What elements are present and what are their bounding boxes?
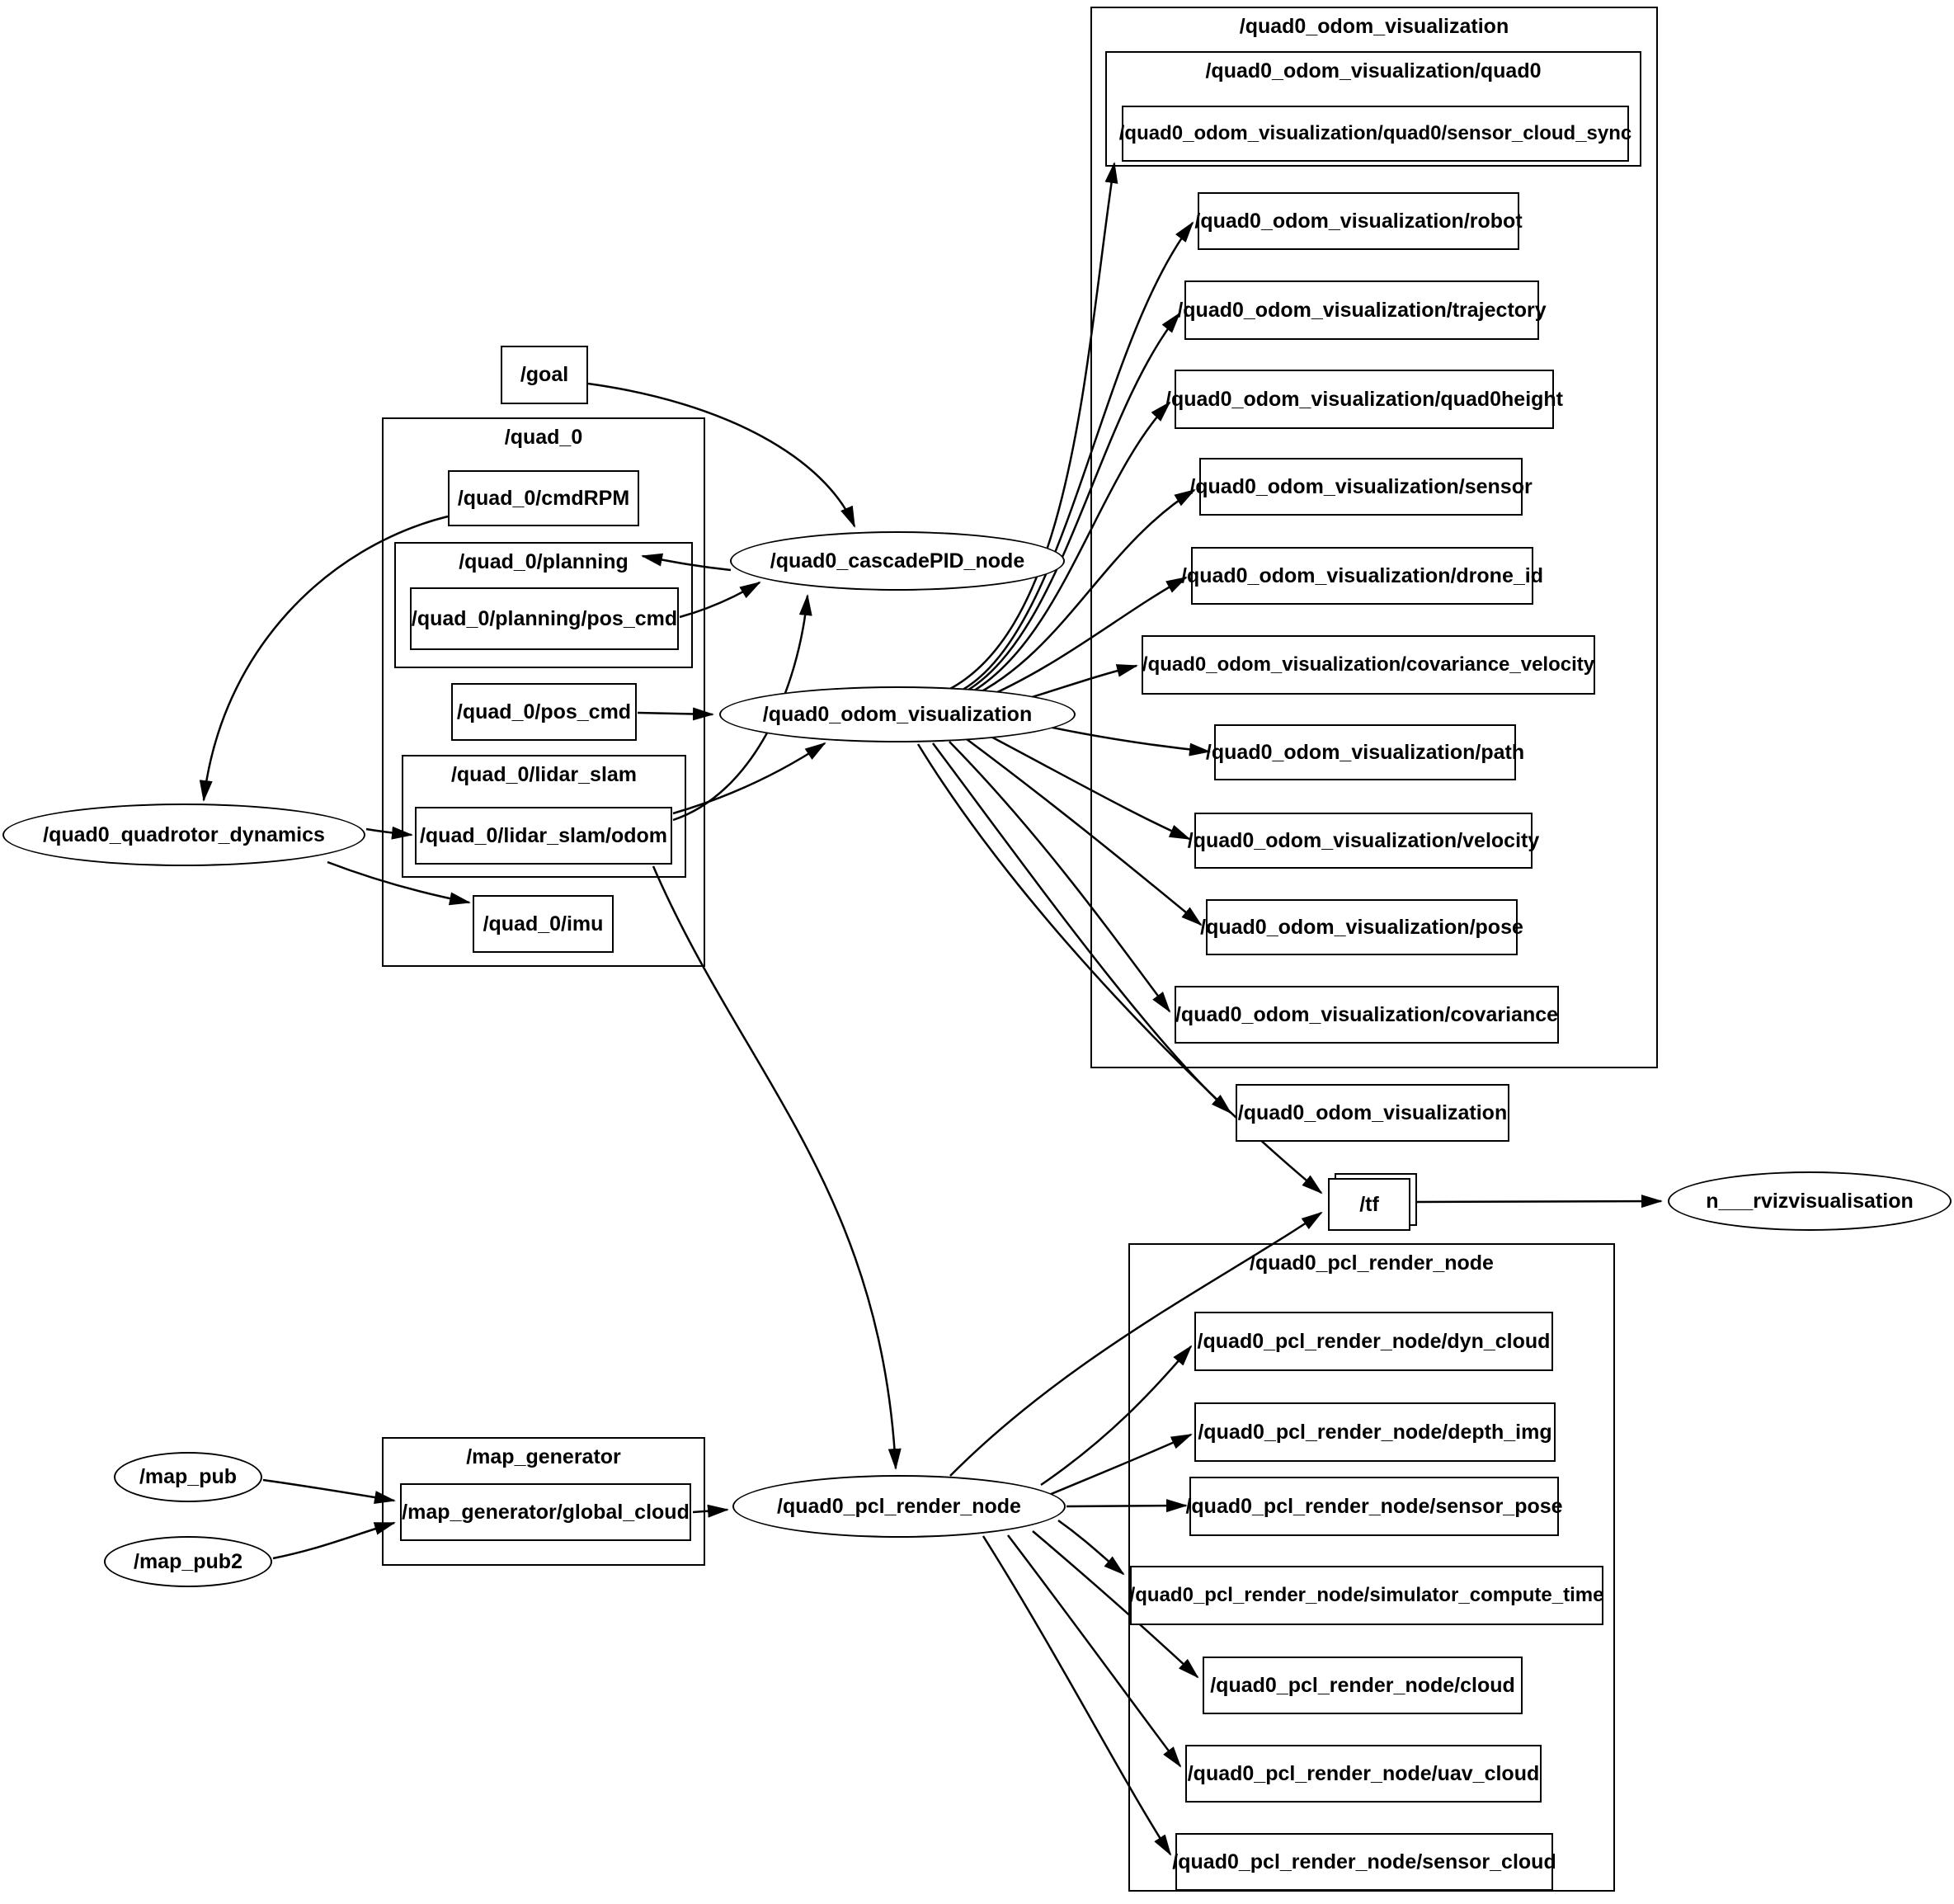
cluster-pcl-render-node-title: /quad0_pcl_render_node <box>1250 1251 1494 1275</box>
edge-pos-cmd-to-odom-visualization <box>637 707 714 721</box>
topic-imu: /quad_0/imu <box>473 895 614 953</box>
edge-odom-visualization-to-velocity <box>986 733 1191 841</box>
cluster-odom-visualization-quad0: /quad0_odom_visualization/quad0 <box>1105 51 1641 167</box>
edge-planning-pos-cmd-to-cascadePID <box>679 581 761 619</box>
edge-pcl-render-to-sensor-cloud <box>982 1535 1172 1856</box>
node-map-pub2: /map_pub2 <box>104 1536 272 1587</box>
topic-pose: /quad0_odom_visualization/pose <box>1200 899 1523 955</box>
edge-odom-visualization-to-pose <box>966 738 1203 926</box>
cluster-quad-0: /quad_0 <box>382 417 705 967</box>
edge-cmdRPM-to-quadrotor-dynamics <box>199 515 449 802</box>
cluster-quad-0-lidar-slam-title: /quad_0/lidar_slam <box>450 763 638 786</box>
edge-odom-visualization-to-drone-id <box>977 576 1188 703</box>
topic-tf: /tf <box>1328 1178 1410 1231</box>
topic-sensor: /quad0_odom_visualization/sensor <box>1189 458 1533 516</box>
topic-drone-id: /quad0_odom_visualization/drone_id <box>1181 547 1543 605</box>
topic-lidar-slam-odom: /quad_0/lidar_slam/odom <box>415 807 672 865</box>
topic-odom-visualization: /quad0_odom_visualization <box>1236 1084 1509 1142</box>
cluster-odom-visualization-quad0-title: /quad0_odom_visualization/quad0 <box>1205 59 1542 82</box>
topic-covariance: /quad0_odom_visualization/covariance <box>1175 986 1559 1044</box>
topic-path: /quad0_odom_visualization/path <box>1206 724 1524 780</box>
topic-robot: /quad0_odom_visualization/robot <box>1194 192 1523 250</box>
topic-uav-cloud: /quad0_pcl_render_node/uav_cloud <box>1185 1745 1542 1803</box>
edge-global-cloud-to-pcl-render <box>692 1504 729 1518</box>
edge-goal-to-cascadePID <box>587 382 856 528</box>
topic-cloud: /quad0_pcl_render_node/cloud <box>1203 1657 1523 1714</box>
topic-quad0height: /quad0_odom_visualization/quad0height <box>1165 370 1563 429</box>
edge-pcl-render-to-uav-cloud <box>1007 1534 1182 1768</box>
edge-odom-visualization-to-trajectory <box>959 312 1181 696</box>
edge-odom-visualization-to-robot <box>956 221 1194 695</box>
topic-planning-pos-cmd: /quad_0/planning/pos_cmd <box>410 587 679 650</box>
node-cascadePID: /quad0_cascadePID_node <box>730 531 1065 591</box>
edge-odom-visualization-to-sensor-cloud-sync <box>948 162 1118 691</box>
edge-odom-visualization-to-sensor <box>968 488 1196 700</box>
edge-cascadePID-to-cmdRPM <box>641 553 732 572</box>
topic-sensor-cloud-sync: /quad0_odom_visualization/quad0/sensor_c… <box>1119 106 1631 162</box>
topic-dyn-cloud: /quad0_pcl_render_node/dyn_cloud <box>1194 1312 1553 1371</box>
edge-lidar-odom-to-pcl-render <box>652 865 902 1470</box>
topic-trajectory: /quad0_odom_visualization/trajectory <box>1177 280 1547 340</box>
edge-pcl-render-to-simulator-compute-time <box>1057 1519 1125 1576</box>
topic-simulator-compute-time: /quad0_pcl_render_node/simulator_compute… <box>1130 1566 1603 1625</box>
edge-pcl-render-to-tf <box>949 1211 1323 1477</box>
edge-odom-visualization-to-covariance <box>949 741 1171 1013</box>
edge-map-pub2-to-global-cloud <box>272 1521 396 1560</box>
cluster-quad-0-planning-title: /quad_0/planning <box>459 550 629 573</box>
topic-depth-img: /quad0_pcl_render_node/depth_img <box>1194 1402 1556 1462</box>
topic-sensor-cloud: /quad0_pcl_render_node/sensor_cloud <box>1172 1833 1556 1891</box>
edge-pcl-render-to-depth-img <box>1048 1433 1193 1496</box>
topic-sensor-pose: /quad0_pcl_render_node/sensor_pose <box>1185 1477 1563 1536</box>
node-quadrotor-dynamics: /quad0_quadrotor_dynamics <box>2 804 365 866</box>
edge-quadrotor-dynamics-to-lidar-odom <box>365 826 413 840</box>
edge-lidar-odom-to-odom-visualization <box>672 742 826 815</box>
cluster-quad-0-title: /quad_0 <box>504 426 583 449</box>
cluster-quad-0-lidar-slam: /quad_0/lidar_slam <box>402 755 686 878</box>
topic-global-cloud: /map_generator/global_cloud <box>400 1483 691 1541</box>
cluster-quad-0-planning: /quad_0/planning <box>394 542 693 668</box>
node-pcl-render: /quad0_pcl_render_node <box>732 1475 1066 1538</box>
node-rviz-visualisation: n___rvizvisualisation <box>1668 1171 1952 1231</box>
cluster-pcl-render-node: /quad0_pcl_render_node <box>1128 1243 1615 1892</box>
topic-goal: /goal <box>501 346 588 404</box>
edge-quadrotor-dynamics-to-imu <box>327 860 471 906</box>
node-map-pub: /map_pub <box>114 1452 262 1502</box>
topic-pos-cmd: /quad_0/pos_cmd <box>451 683 637 741</box>
edge-odom-visualization-to-odom-visualization-topic <box>931 742 1232 1115</box>
node-odom-visualization: /quad0_odom_visualization <box>719 686 1076 742</box>
edge-odom-visualization-to-tf <box>916 743 1323 1195</box>
cluster-map-generator-title: /map_generator <box>466 1445 621 1468</box>
topic-cmdRPM: /quad_0/cmdRPM <box>448 470 639 526</box>
edge-tf-to-rviz <box>1415 1195 1663 1209</box>
edge-odom-visualization-to-quad0height <box>963 401 1171 698</box>
edge-map-pub-to-global-cloud <box>262 1478 396 1504</box>
edge-lidar-odom-to-cascadePID <box>672 594 812 822</box>
topic-velocity: /quad0_odom_visualization/velocity <box>1188 813 1539 869</box>
edge-pcl-render-to-dyn-cloud <box>1040 1345 1193 1487</box>
cluster-odom-visualization: /quad0_odom_visualization <box>1090 7 1658 1068</box>
cluster-odom-visualization-title: /quad0_odom_visualization <box>1239 15 1509 38</box>
topic-covariance-velocity: /quad0_odom_visualization/covariance_vel… <box>1142 635 1595 695</box>
